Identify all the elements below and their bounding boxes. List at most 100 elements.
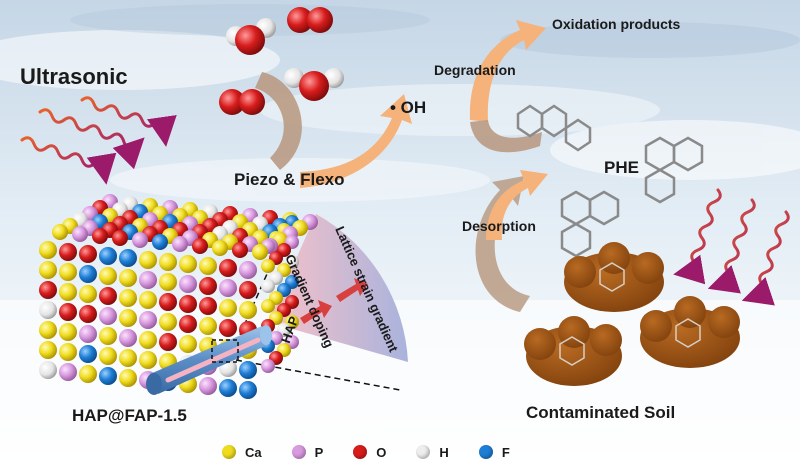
lattice-atom: [199, 297, 217, 315]
legend-label: O: [376, 444, 387, 460]
lattice-atom: [179, 335, 197, 353]
lattice-atom: [39, 261, 57, 279]
piezo-up-arrow: [300, 94, 412, 188]
lattice-atom: [119, 349, 137, 367]
lattice-atom: [179, 275, 197, 293]
lattice-atom: [112, 230, 128, 246]
lattice-atom: [199, 257, 217, 275]
contaminated-soil-label: Contaminated Soil: [526, 403, 676, 422]
oxidation-products-label: Oxidation products: [552, 16, 681, 32]
lattice-atom: [159, 333, 177, 351]
lattice-atom: [59, 343, 77, 361]
lattice-atom: [179, 255, 197, 273]
lattice-atom: [159, 253, 177, 271]
lattice-atom: [99, 247, 117, 265]
lattice-atom: [39, 301, 57, 319]
soil-clump-top: [564, 242, 664, 312]
lattice-atom: [72, 226, 88, 242]
ultrasonic-waves-right: [673, 188, 790, 306]
water-molecule-2: [284, 68, 344, 101]
lattice-atom: [119, 289, 137, 307]
legend-label: P: [314, 444, 324, 460]
lattice-atom: [79, 325, 97, 343]
lattice-atom: [199, 277, 217, 295]
lattice-atom: [79, 305, 97, 323]
lattice-atom: [99, 347, 117, 365]
lattice-atom: [119, 249, 137, 267]
lattice-atom: [139, 351, 157, 369]
lattice-atom: [179, 315, 197, 333]
lattice-atom: [59, 243, 77, 261]
legend-item-p: P: [291, 444, 324, 460]
lattice-atom: [239, 281, 257, 299]
lattice-atom: [139, 271, 157, 289]
legend-label: F: [501, 444, 510, 460]
lattice-atom: [139, 251, 157, 269]
h-atom-icon: [416, 445, 431, 459]
legend-label: H: [439, 444, 449, 460]
lattice-atom: [39, 361, 57, 379]
phe-molecule-right: [644, 136, 704, 204]
lattice-atom: [199, 317, 217, 335]
legend-item-ca: Ca: [222, 445, 262, 460]
lattice-atom: [39, 241, 57, 259]
lattice-atom: [132, 232, 148, 248]
piezo-curved-arrow: [255, 72, 302, 170]
lattice-atom: [219, 379, 237, 397]
soil-clump-left: [524, 316, 622, 386]
p-atom-icon: [291, 445, 306, 459]
o-atom-icon: [353, 445, 368, 459]
lattice-atom: [219, 279, 237, 297]
lattice-atom: [239, 261, 257, 279]
lattice-atom: [59, 323, 77, 341]
lattice-atom: [232, 242, 248, 258]
lattice-atom: [39, 341, 57, 359]
water-molecule-1: [226, 18, 276, 55]
ultrasonic-waves-left: [20, 96, 177, 185]
lattice-atom: [199, 377, 217, 395]
lattice-atom: [79, 285, 97, 303]
zoom-line-bottom: [235, 359, 401, 391]
legend-item-o: O: [353, 445, 386, 460]
degradation-tail-arrow: [470, 120, 542, 153]
piezo-flexo-label: Piezo & Flexo: [234, 170, 345, 189]
cloud-texture: [0, 4, 800, 202]
lattice-atom: [59, 283, 77, 301]
degradation-label: Degradation: [434, 62, 516, 78]
lattice-atom: [179, 295, 197, 313]
lattice-atom: [159, 273, 177, 291]
lattice-atom: [79, 365, 97, 383]
lattice-atom: [261, 259, 275, 273]
lattice-atom: [139, 311, 157, 329]
phe-label: PHE: [604, 158, 639, 177]
element-legend: Ca P O H F: [222, 438, 540, 466]
lattice-atom: [159, 313, 177, 331]
legend-label: Ca: [245, 444, 262, 460]
lattice-atom: [239, 361, 257, 379]
gradient-arrow-1: [300, 300, 332, 324]
lattice-atom: [52, 224, 68, 240]
oxygen-molecule-2: [219, 89, 265, 115]
degradation-arrow: [469, 20, 546, 122]
lattice-atom: [39, 281, 57, 299]
legend-item-f: F: [478, 444, 510, 460]
lattice-atom: [79, 345, 97, 363]
hydroxyl-radical-label: • OH: [390, 98, 427, 117]
lattice-atom: [212, 240, 228, 256]
hap-fap-label: HAP@FAP-1.5: [72, 406, 187, 425]
lattice-atom: [139, 331, 157, 349]
lattice-atom: [99, 307, 117, 325]
lattice-atom: [99, 267, 117, 285]
phe-molecule-top: [516, 104, 592, 152]
lattice-atom: [192, 238, 208, 254]
lattice-atom: [99, 327, 117, 345]
lattice-atom: [172, 236, 188, 252]
lattice-atom: [59, 363, 77, 381]
lattice-atom: [119, 309, 137, 327]
f-atom-icon: [478, 445, 493, 459]
lattice-atom: [219, 259, 237, 277]
desorption-arrow: [475, 176, 530, 312]
lattice-atom: [119, 269, 137, 287]
lattice-atom: [239, 381, 257, 399]
